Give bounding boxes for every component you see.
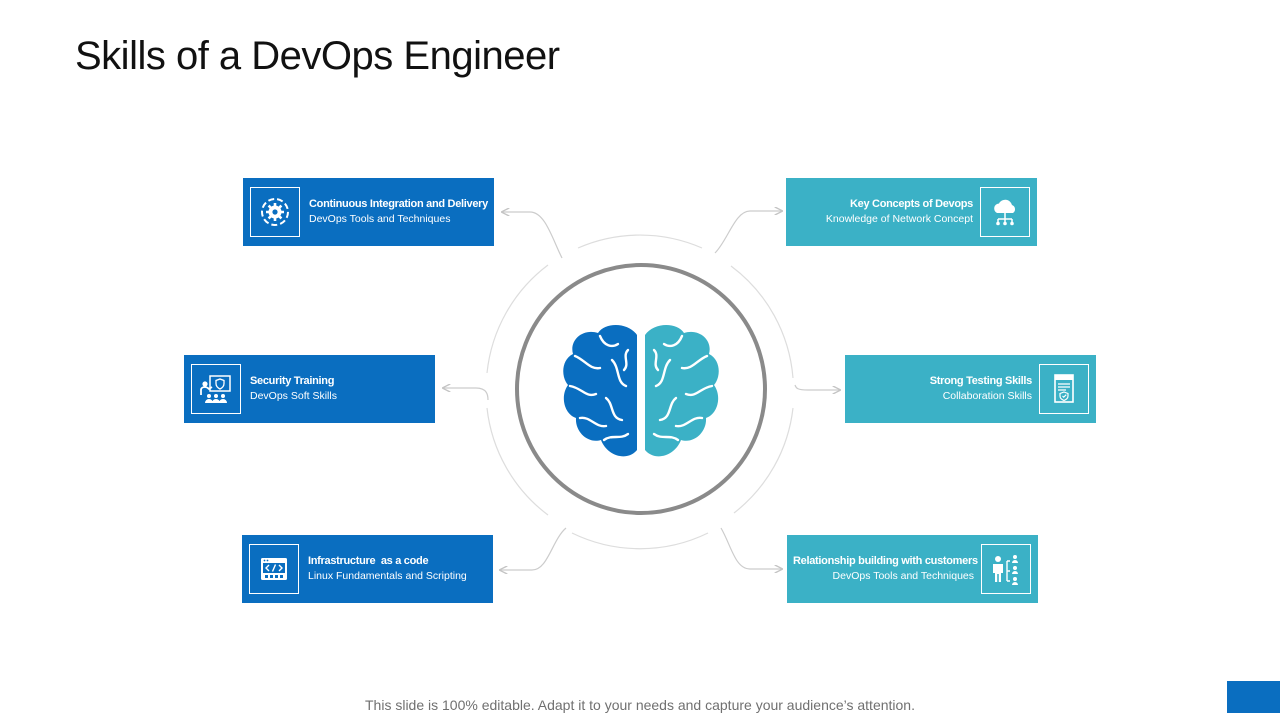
- gear-cycle-icon: [250, 187, 300, 237]
- card-subtext: DevOps Soft Skills: [250, 390, 337, 402]
- card-relationship-building: Relationship building with customers Dev…: [787, 535, 1038, 603]
- card-heading: Strong Testing Skills: [929, 375, 1033, 387]
- corner-accent: [1227, 681, 1280, 713]
- brain-icon: [563, 324, 719, 457]
- card-heading: Key Concepts of Devops: [850, 198, 973, 210]
- card-continuous-integration: Continuous Integration and Delivery DevO…: [243, 178, 494, 246]
- page-title: Skills of a DevOps Engineer: [75, 34, 560, 78]
- card-subtext: Linux Fundamentals and Scripting: [308, 570, 467, 582]
- card-security-training: Security Training DevOps Soft Skills: [184, 355, 435, 423]
- connector-lines: [443, 211, 840, 570]
- customer-relationship-icon: [981, 544, 1031, 594]
- card-key-concepts: Key Concepts of Devops Knowledge of Netw…: [786, 178, 1037, 246]
- cloud-network-icon: [980, 187, 1030, 237]
- card-subtext: DevOps Tools and Techniques: [832, 570, 974, 582]
- card-heading: Security Training: [250, 375, 335, 387]
- footer-note: This slide is 100% editable. Adapt it to…: [365, 697, 915, 713]
- outer-ring: [486, 234, 794, 550]
- card-subtext: DevOps Tools and Techniques: [309, 213, 451, 225]
- center-ring: [515, 263, 767, 515]
- card-heading: Relationship building with customers: [793, 555, 978, 567]
- card-infrastructure-as-code: Infrastructure as a code Linux Fundament…: [242, 535, 493, 603]
- card-subtext: Collaboration Skills: [942, 390, 1032, 402]
- card-heading: Continuous Integration and Delivery: [309, 198, 488, 210]
- code-window-icon: [249, 544, 299, 594]
- card-strong-testing: Strong Testing Skills Collaboration Skil…: [845, 355, 1096, 423]
- test-document-icon: [1039, 364, 1089, 414]
- card-subtext: Knowledge of Network Concept: [825, 213, 973, 225]
- card-heading: Infrastructure as a code: [308, 555, 429, 567]
- security-presentation-icon: [191, 364, 241, 414]
